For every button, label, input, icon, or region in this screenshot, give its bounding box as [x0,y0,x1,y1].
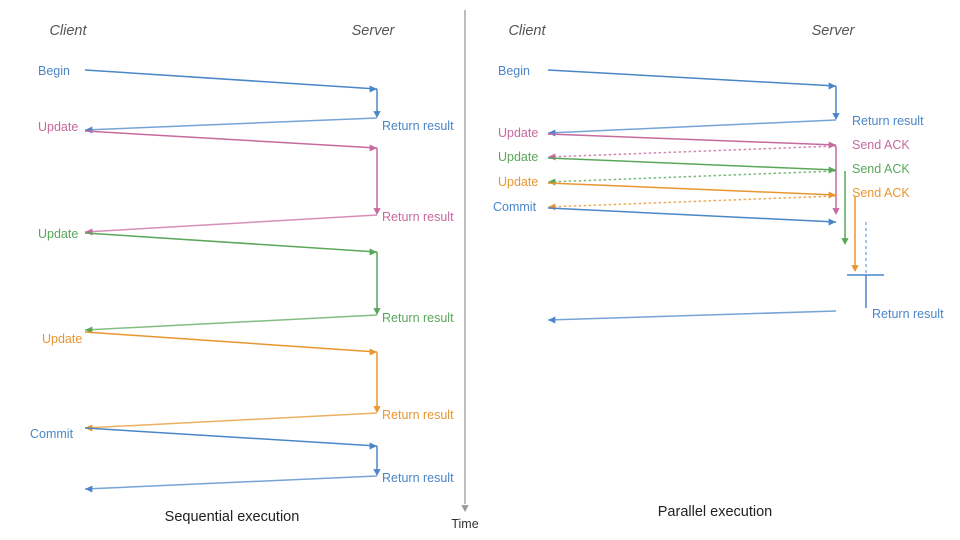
message-arrow-response [84,314,378,331]
message-arrow-request [547,182,837,196]
message-arrow-request [84,130,378,149]
message-label: Return result [382,311,454,325]
message-arrow-response [547,195,837,208]
message-label: Return result [852,114,924,128]
message-arrowhead-response [548,153,556,161]
server-activation-arrowhead [841,238,849,245]
message-arrow-response [84,214,378,233]
message-arrowhead-request [828,82,836,90]
message-arrowhead-request [369,248,377,256]
server-activation-arrowhead [373,111,381,118]
server-activation-arrowhead [851,265,859,272]
message-label: Commit [30,427,74,441]
message-arrow-response [547,170,837,183]
message-arrow-response [547,145,837,158]
message-label: Update [498,150,538,164]
lane-title-client-sequential: Client [49,23,87,39]
message-arrowhead-request [828,141,836,149]
message-label: Return result [382,471,454,485]
message-arrowhead-response [548,316,556,324]
panel-divider-group [461,10,469,512]
message-arrow-request [547,207,837,223]
message-arrowhead-request [828,218,836,226]
message-arrow-response [84,412,378,429]
message-arrow-request [547,157,837,171]
message-arrow-request [547,133,837,146]
message-label: Send ACK [852,138,910,152]
server-activation-arrowhead [832,208,840,215]
message-label: Commit [493,200,537,214]
message-arrow-response [547,119,837,134]
message-arrowhead-response [548,129,556,137]
message-arrowhead-request [369,85,377,93]
message-label: Begin [38,64,70,78]
message-label: Begin [498,64,530,78]
server-activation-arrowhead [373,308,381,315]
message-arrowhead-request [369,144,377,152]
message-arrow-response [84,475,378,490]
lane-title-client-parallel: Client [508,23,546,39]
panel-caption-parallel: Parallel execution [658,504,772,520]
message-arrowhead-request [369,442,377,450]
message-label: Update [38,120,78,134]
message-arrow-request [84,232,378,253]
message-arrowhead-response [548,203,556,211]
message-label: Update [42,332,82,346]
message-label: Update [38,227,78,241]
message-label: Update [498,126,538,140]
server-activation-arrowhead [373,406,381,413]
message-label: Return result [382,408,454,422]
message-arrowhead-response [85,126,93,134]
message-label: Return result [382,210,454,224]
message-label: Return result [382,119,454,133]
lane-title-server-parallel: Server [812,23,856,39]
server-activation-arrowhead [832,113,840,120]
message-arrow-request [84,331,378,353]
time-axis-label: Time [451,517,478,531]
message-arrow-request [547,69,837,87]
message-arrow-response [84,117,378,131]
message-arrowhead-response [548,178,556,186]
message-arrowhead-response [85,485,93,493]
panel-caption-sequential: Sequential execution [165,509,300,525]
message-arrowhead-response [85,228,93,236]
message-label: Return result [872,307,944,321]
lane-title-server-sequential: Server [352,23,396,39]
message-arrowhead-request [828,191,836,199]
message-label: Update [498,175,538,189]
message-label: Send ACK [852,186,910,200]
time-axis-group: Time [451,517,478,531]
message-arrowhead-request [369,348,377,356]
message-arrow-response [547,310,837,321]
message-label: Send ACK [852,162,910,176]
message-arrow-request [84,427,378,447]
time-axis-arrowhead [461,505,469,512]
message-arrow-request [84,69,378,90]
server-activation-arrowhead [373,469,381,476]
message-arrowhead-request [828,166,836,174]
server-activation-arrowhead [373,208,381,215]
